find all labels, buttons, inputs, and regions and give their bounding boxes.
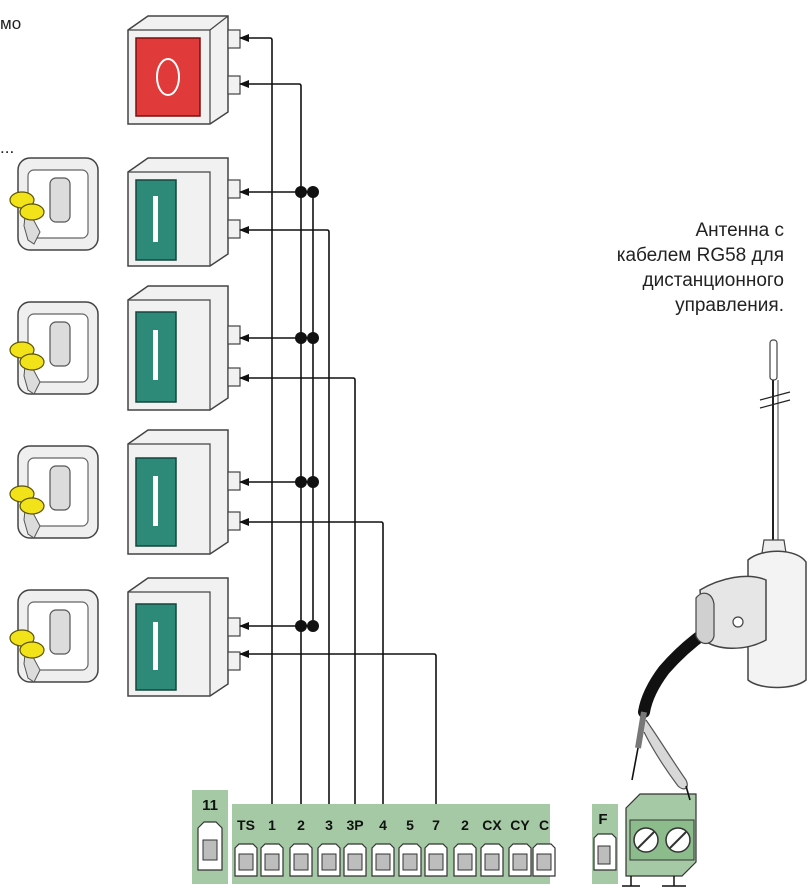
terminal-screw <box>402 853 418 871</box>
junction-dot <box>307 332 319 344</box>
terminal-label: 3P <box>346 817 363 833</box>
terminal-strip-main: TS 1 2 3 3P 4 5 7 2 CX CY C <box>232 804 556 884</box>
antenna-label-line-2: кабелем RG58 для <box>616 245 784 266</box>
terminal-label: 4 <box>379 817 387 833</box>
wire-3p <box>239 374 356 838</box>
terminal-screw <box>457 853 473 871</box>
key-switch-4 <box>9 589 99 683</box>
wiring <box>239 34 437 838</box>
push-button-3 <box>127 429 241 555</box>
terminal-screw <box>484 853 500 871</box>
terminal-screw <box>347 853 363 871</box>
terminal-label: 1 <box>268 817 276 833</box>
terminal-label: CX <box>482 817 502 833</box>
terminal-label: 3 <box>325 817 333 833</box>
terminal-screw <box>321 853 337 871</box>
junction-dot <box>307 620 319 632</box>
antenna-label-line-4: управления. <box>675 295 784 316</box>
terminal-block-11: 11 <box>192 790 228 884</box>
antenna <box>695 339 807 689</box>
terminal-label: 5 <box>406 817 414 833</box>
terminal-screw <box>264 853 280 871</box>
wire-1 <box>239 80 302 838</box>
push-button-1 <box>127 157 241 267</box>
antenna-label: Антенна с кабелем RG58 для дистанционног… <box>544 218 784 318</box>
antenna-connector-block <box>622 793 697 887</box>
terminal-label: 2 <box>461 817 469 833</box>
junction-dot <box>295 186 307 198</box>
text-fragment-mid: ... <box>0 138 15 157</box>
key-switch-1 <box>9 157 99 251</box>
junction-dot <box>295 476 307 488</box>
key-switch-3 <box>9 445 99 539</box>
terminal-label: C <box>539 817 549 833</box>
terminal-label-11: 11 <box>202 797 218 814</box>
terminal-slots: TS 1 2 3 3P 4 5 7 2 CX CY C <box>234 817 556 877</box>
junction-dot <box>307 476 319 488</box>
key-switch-2 <box>9 301 99 395</box>
junction-dots <box>295 186 319 632</box>
wire-7 <box>239 650 437 838</box>
terminal-screw <box>293 853 309 871</box>
terminal-label-f: F <box>598 811 607 828</box>
antenna-label-line-3: дистанционного <box>642 270 784 291</box>
terminal-label: 2 <box>297 817 305 833</box>
terminal-screw <box>428 853 444 871</box>
junction-dot <box>295 620 307 632</box>
stop-button <box>127 15 241 125</box>
terminal-label: TS <box>237 817 255 833</box>
push-button-2 <box>127 285 241 411</box>
terminal-screw <box>375 853 391 871</box>
terminal-block-f: F <box>592 804 618 884</box>
junction-dot <box>307 186 319 198</box>
terminal-label: 7 <box>432 817 440 833</box>
push-button-4 <box>127 577 241 697</box>
text-fragment-top: мо <box>0 14 22 33</box>
junction-dot <box>295 332 307 344</box>
wire-4 <box>239 518 384 838</box>
wire-ts <box>239 34 273 838</box>
screw-icon <box>732 616 744 628</box>
terminal-label: CY <box>510 817 530 833</box>
terminal-screw <box>536 853 552 871</box>
terminal-screw <box>512 853 528 871</box>
antenna-label-line-1: Антенна с <box>695 220 784 241</box>
terminal-screw <box>238 853 254 871</box>
wire-3 <box>239 226 330 838</box>
